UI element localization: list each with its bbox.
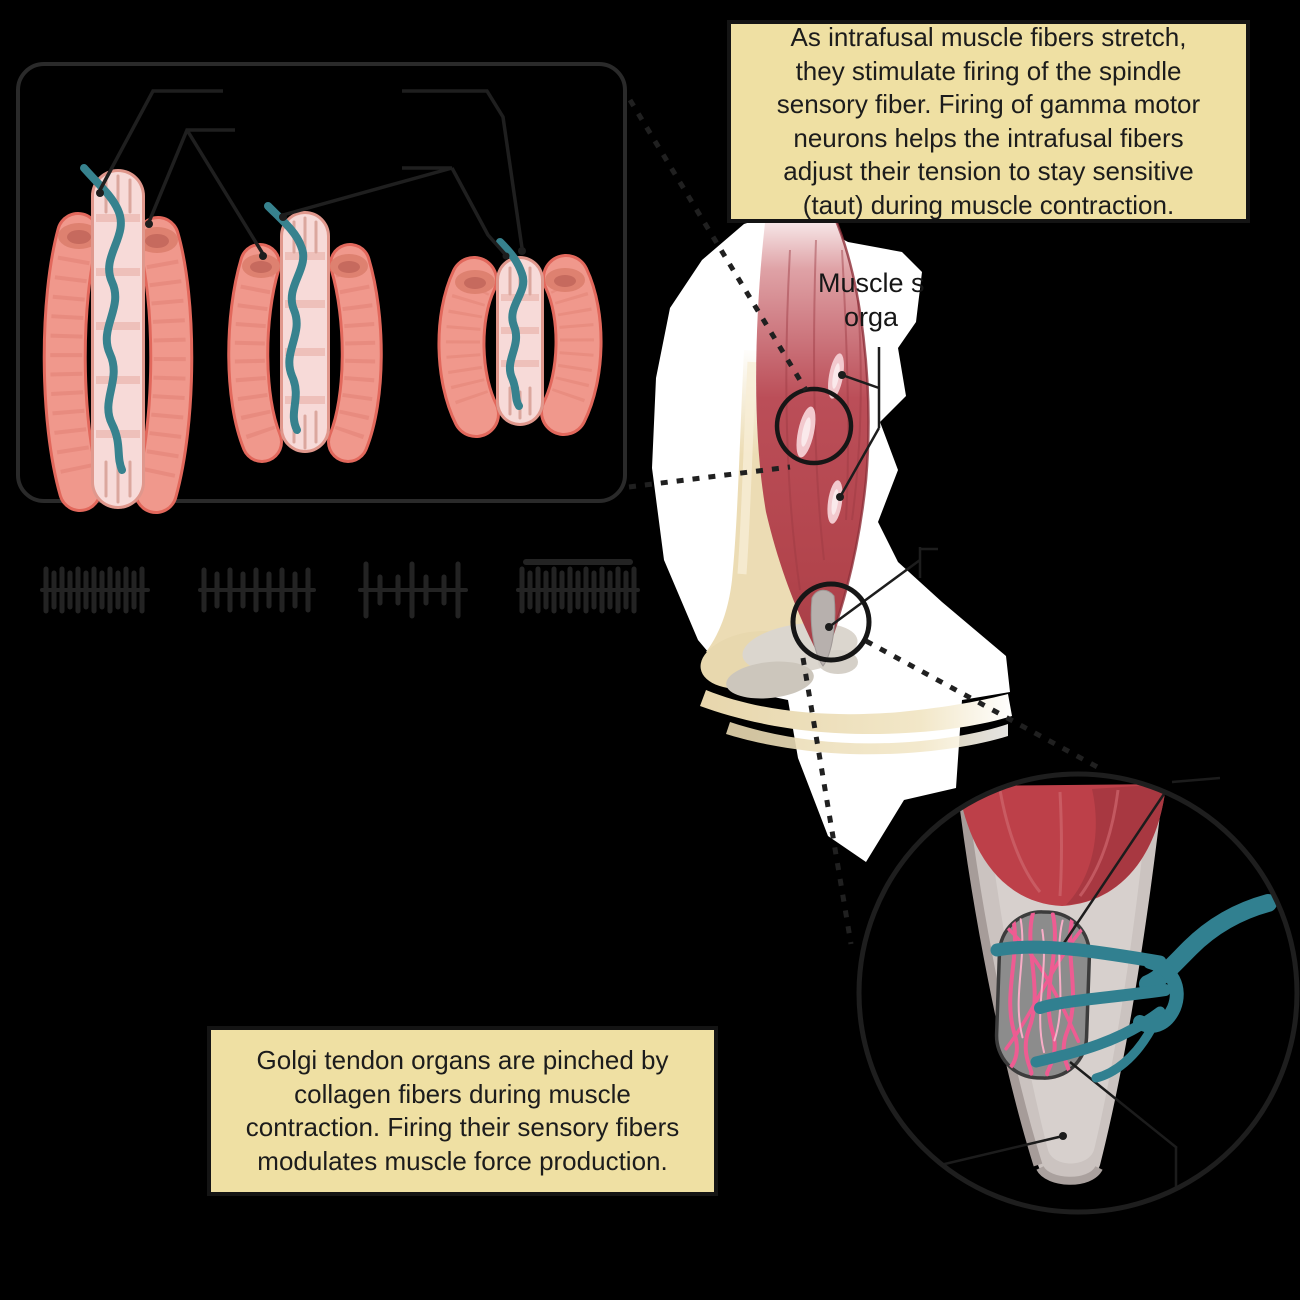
label-line: orga xyxy=(844,302,899,332)
tendon xyxy=(810,589,836,667)
callout-line: sensory fiber. Firing of gamma motor xyxy=(776,89,1201,119)
sensory-fiber-coil xyxy=(264,202,308,434)
tendon-zoom-circle xyxy=(790,581,872,663)
muscle-spindle-stretched xyxy=(42,164,194,514)
golgi-tendon-zoom-view xyxy=(856,771,1300,1215)
golgi-sensory-nerve xyxy=(990,894,1277,1083)
callout-line: they stimulate firing of the spindle xyxy=(795,55,1182,86)
sensory-fiber-coil xyxy=(496,238,528,410)
spindle-callout-box: As intrafusal muscle fibers stretch, the… xyxy=(727,20,1250,223)
callout-line: contraction. Firing their sensory fibers xyxy=(245,1112,680,1142)
callout-line: Golgi tendon organs are pinched by xyxy=(256,1045,669,1075)
callout-line: (taut) during muscle contraction. xyxy=(802,189,1175,220)
golgi-callout-box: Golgi tendon organs are pinched by colla… xyxy=(207,1026,718,1196)
muscle-spindle-contracted xyxy=(437,238,603,438)
sarcomere-diagrams xyxy=(40,559,640,619)
zoom-connector-dashes xyxy=(627,98,1103,945)
callout-line: collagen fibers during muscle xyxy=(294,1078,631,1109)
callout-line: neurons helps the intrafusal fibers xyxy=(793,122,1184,153)
spindle-zoom-circle xyxy=(774,386,854,466)
panel-leader-dots xyxy=(96,189,526,260)
spindle-stretch-panel xyxy=(16,62,627,514)
muscle-spindle-organ-label: Muscle s orga xyxy=(818,266,925,334)
spindle-label-leaders xyxy=(828,347,938,629)
callout-line: As intrafusal muscle fibers stretch, xyxy=(790,22,1187,52)
panel-border xyxy=(16,62,627,503)
forearm-bone-2 xyxy=(726,722,1008,755)
forearm-bone xyxy=(700,690,1012,734)
label-line: Muscle s xyxy=(818,268,925,298)
panel-leader-lines xyxy=(98,89,524,256)
elbow-anatomy xyxy=(700,200,1012,755)
muscle-spindle-intermediate xyxy=(227,202,383,463)
golgi-zoom-circle xyxy=(856,771,1300,1215)
callout-line: adjust their tension to stay sensitive xyxy=(783,156,1194,186)
sensory-fiber-coil xyxy=(80,164,126,474)
callout-line: modulates muscle force production. xyxy=(257,1145,668,1176)
